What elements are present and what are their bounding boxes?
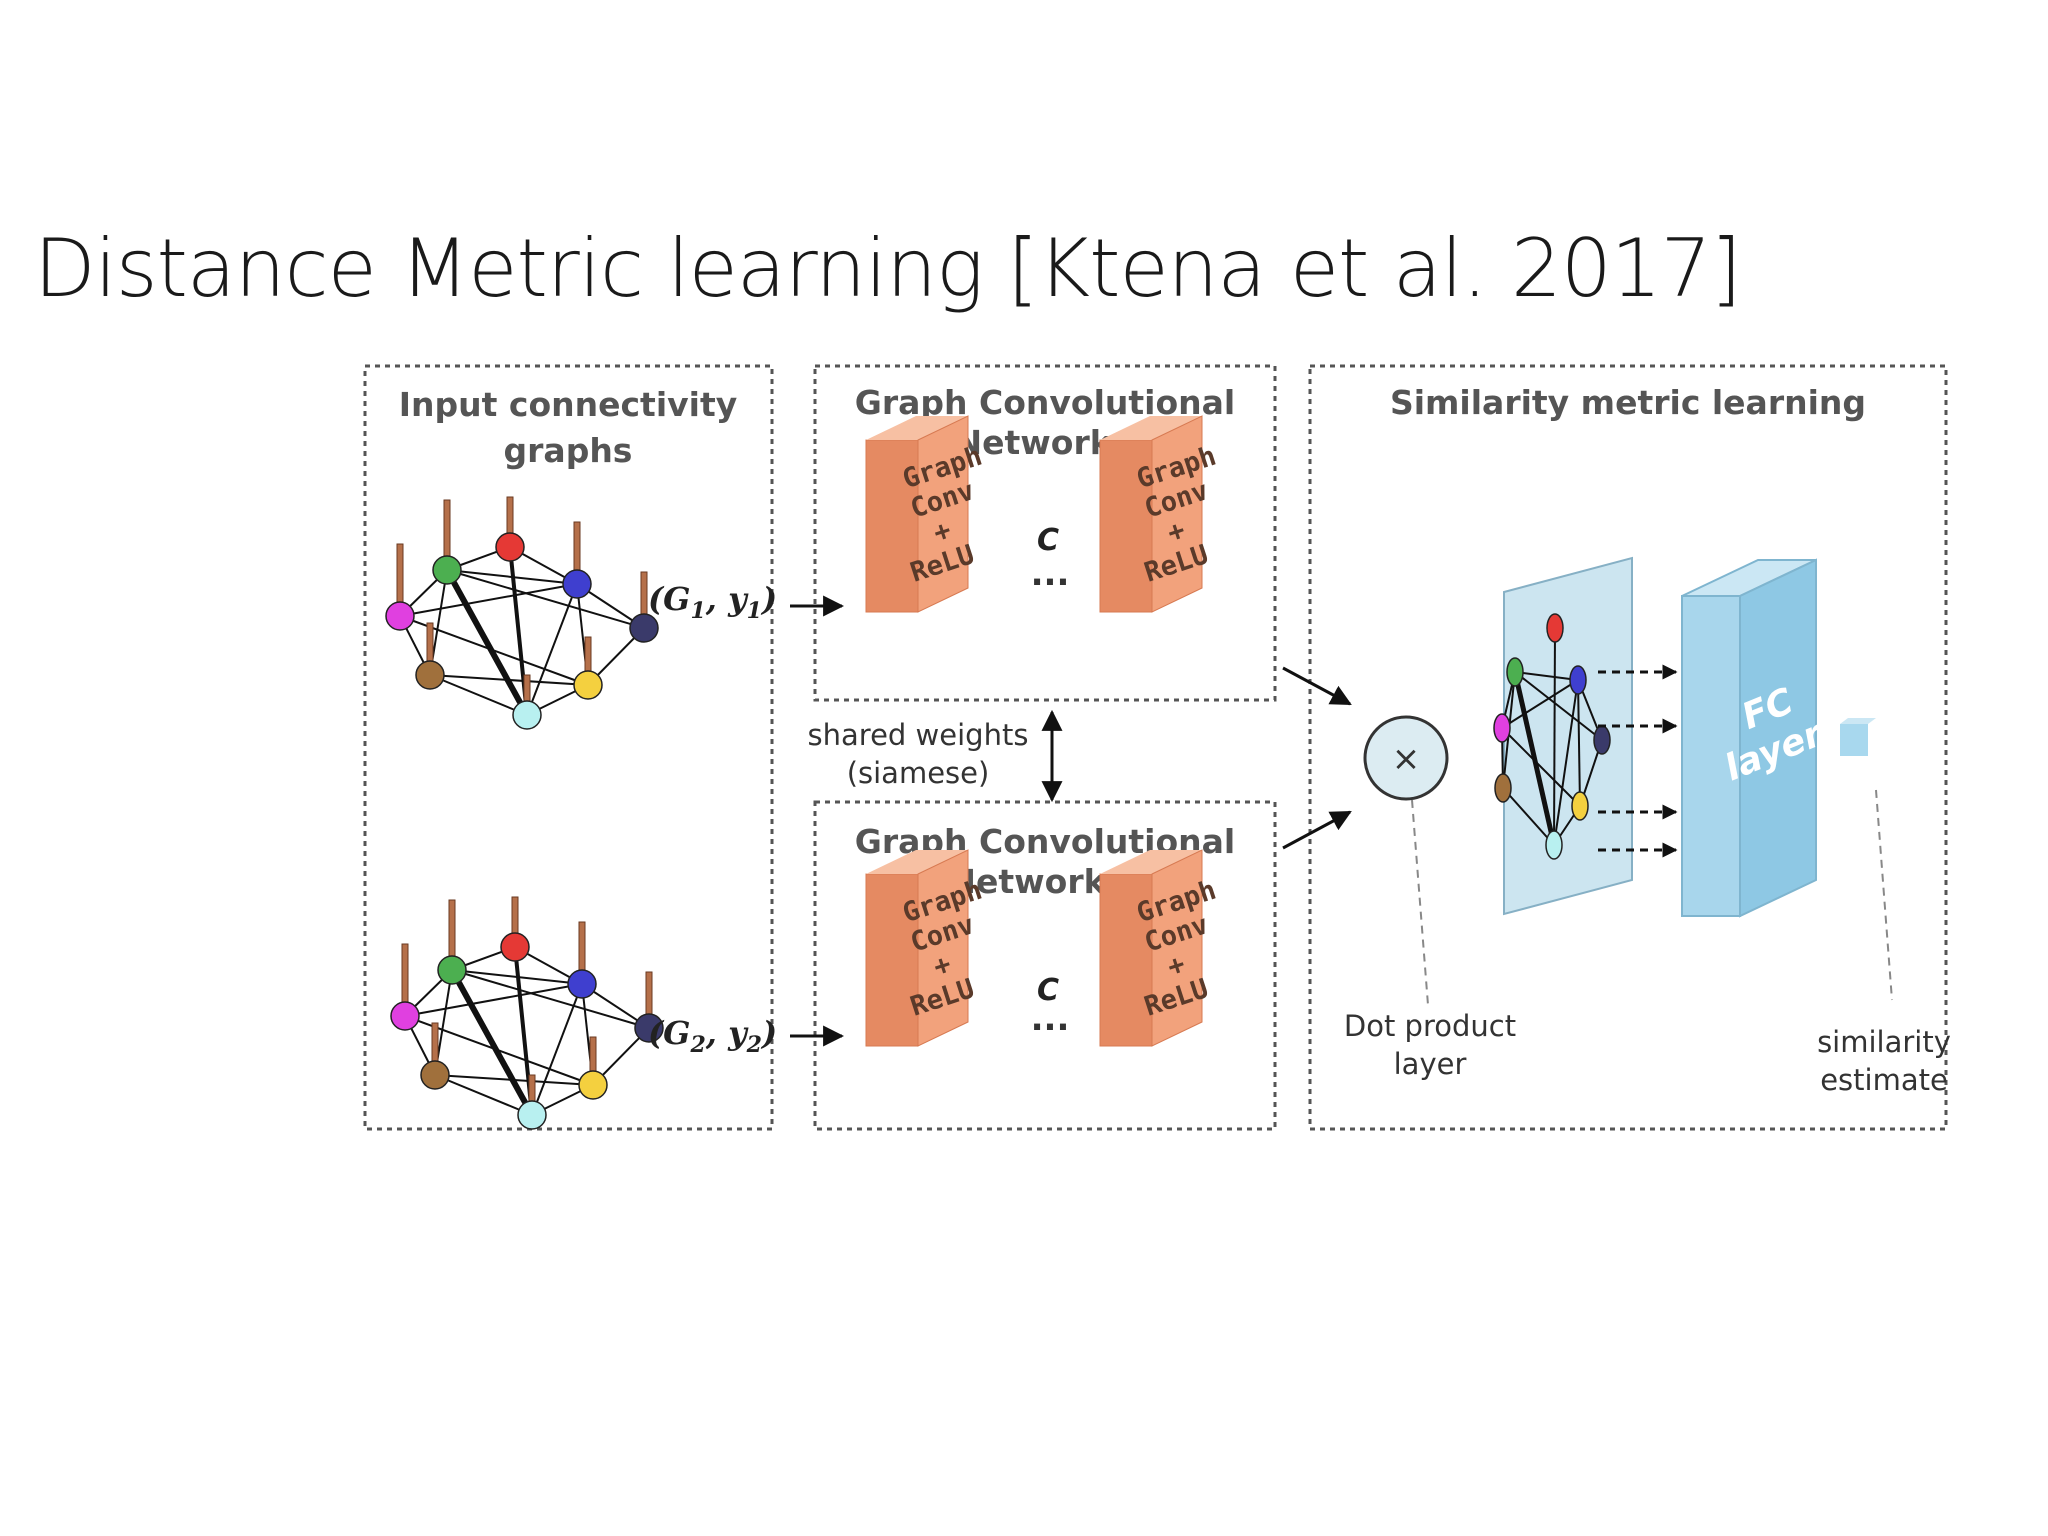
graph1-node-green — [432, 555, 462, 585]
plane-graph-node-red — [1546, 613, 1564, 643]
graph2-node-brown — [420, 1060, 450, 1090]
gcn-block-face — [1151, 415, 1203, 613]
graph2-node-cyan — [517, 1100, 547, 1130]
input-panel-title-line1: Input connectivity — [399, 385, 738, 424]
plane-graph-node-blue — [1569, 665, 1587, 695]
pair-label-g2: (G2, y2) — [648, 1014, 777, 1058]
graph2-edge — [449, 968, 535, 1117]
plane-graph-edge — [1502, 787, 1555, 846]
gcn-blocks: GraphConv+ReLUGraphConv+ReLUGraphConv+Re… — [865, 415, 1220, 1047]
gcn2-c-label: C — [1037, 973, 1059, 1008]
shared-weights-label-line2: (siamese) — [847, 756, 990, 790]
similarity-estimate-leader — [1875, 789, 1893, 1001]
plane-graph-node-yellow — [1571, 791, 1589, 821]
gcn1-panel-title-line1: Graph Convolutional — [855, 383, 1235, 422]
pair-label-g1: (G1, y1) — [648, 580, 777, 624]
gcn-block-face — [917, 849, 969, 1047]
plane-graph-edge — [1553, 679, 1579, 846]
similarity-estimate-label-line2: estimate — [1820, 1063, 1948, 1097]
plane-graph-node-navy — [1593, 725, 1611, 755]
plane-graph-edge — [1512, 671, 1557, 846]
shared-weights-label-line1: shared weights — [808, 718, 1029, 752]
graph2-edge — [434, 1074, 594, 1086]
gcn1-panel-frame — [813, 364, 1277, 702]
plane-graph-node-magenta — [1493, 713, 1511, 743]
graph2-edge — [434, 1074, 533, 1116]
gcn1-c-label: C — [1037, 523, 1059, 558]
input-panel-title-line2: graphs — [504, 431, 633, 470]
gcn2-ellipsis: ... — [1031, 999, 1070, 1039]
graph1-node-magenta — [385, 601, 415, 631]
similarity-plane — [1503, 556, 1633, 916]
gcn-block-top — [866, 416, 968, 440]
similarity-estimate-cube-top — [1840, 718, 1876, 724]
plane-graph-edge — [1514, 671, 1579, 681]
graph2-node-blue — [567, 969, 597, 999]
gcn-block-face — [1151, 849, 1203, 1047]
gcn-block-side — [865, 439, 919, 613]
gcn-block-top — [866, 850, 968, 874]
graph1-edge — [429, 674, 528, 716]
graph1-node-cyan — [512, 700, 542, 730]
gcn-block-top — [1100, 850, 1202, 874]
graph2-node-yellow — [578, 1070, 608, 1100]
dot-product-leader — [1411, 799, 1429, 1006]
plane-graph-edge — [1577, 679, 1581, 807]
plane-graph-edge — [1553, 627, 1556, 846]
graph1-node-red — [495, 532, 525, 562]
plane-graph-edge — [1501, 679, 1579, 729]
graph1-edge — [399, 583, 578, 617]
gcn-block-side — [1099, 439, 1153, 613]
input-panel-frame — [363, 364, 774, 1131]
similarity-panel-title: Similarity metric learning — [1390, 383, 1866, 422]
similarity-estimate-cube — [1840, 724, 1868, 756]
arrow-gcn2-to-dot — [1282, 810, 1352, 850]
slide-title: Distance Metric learning [Ktena et al. 2… — [34, 222, 1742, 315]
plane-graph-edge — [1501, 727, 1581, 807]
plane-graph-node-brown — [1494, 773, 1512, 803]
arrow-gcn1-to-dot — [1282, 666, 1352, 706]
graph2-edge — [404, 983, 583, 1017]
graph2-node-red — [500, 932, 530, 962]
graph1-edge — [526, 583, 578, 716]
similarity-plane-graph — [1493, 613, 1611, 860]
input-graph-2 — [390, 896, 664, 1130]
gcn-block-face — [917, 415, 969, 613]
input-graph-1 — [385, 496, 659, 730]
graph1-edge — [446, 569, 645, 629]
dot-product-symbol: × — [1392, 739, 1421, 779]
plane-graph-node-green — [1506, 657, 1524, 687]
graph1-node-navy — [629, 613, 659, 643]
graph2-node-magenta — [390, 1001, 420, 1031]
graph1-node-yellow — [573, 670, 603, 700]
graph2-edge — [531, 983, 583, 1116]
dot-product-node — [1363, 715, 1449, 801]
graph1-edge — [429, 674, 589, 686]
dot-product-label-line1: Dot product — [1344, 1009, 1516, 1043]
plane-graph-edge — [1514, 671, 1603, 741]
plane-graph-node-cyan — [1545, 830, 1563, 860]
gcn1-ellipsis: ... — [1031, 554, 1070, 594]
dot-product-label-line2: layer — [1394, 1047, 1467, 1081]
graph1-node-brown — [415, 660, 445, 690]
similarity-estimate-label-line1: similarity — [1817, 1025, 1951, 1059]
fc-layer-face — [1739, 558, 1817, 918]
gcn-block-top — [1100, 416, 1202, 440]
graph2-edge — [451, 969, 650, 1029]
graph1-node-blue — [562, 569, 592, 599]
graph1-edge — [444, 568, 530, 717]
graph2-node-navy — [634, 1013, 664, 1043]
graph2-node-green — [437, 955, 467, 985]
